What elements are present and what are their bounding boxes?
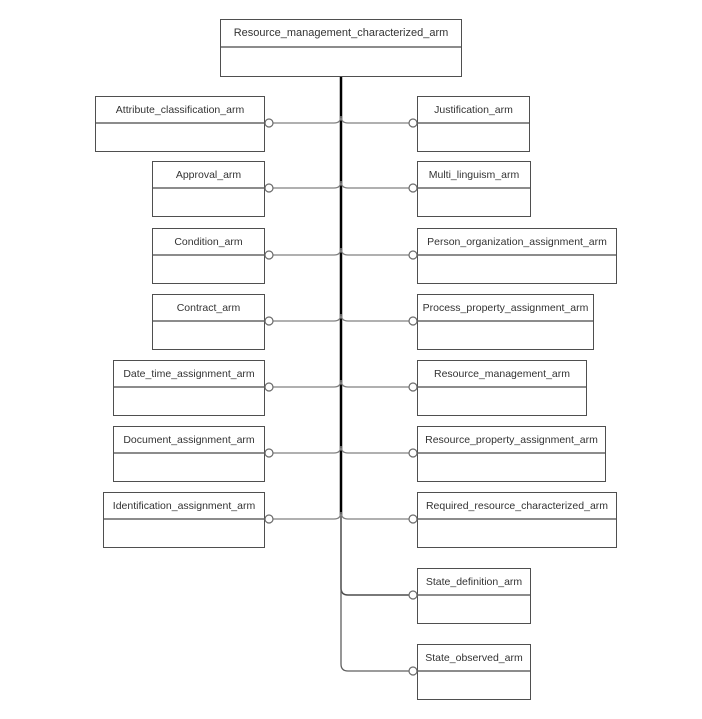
branch-line-state-definition [340,516,409,596]
connector-circle-state-observed [408,666,418,676]
branch-line-multi-linguism [340,180,409,189]
entity-box-document-assignment-arm[interactable]: Document_assignment_arm [113,426,265,482]
entity-attributes-compartment [114,388,264,415]
entity-label: Approval_arm [153,162,264,189]
entity-box-resource-management-characterized-arm[interactable]: Resource_management_characterized_arm [220,19,462,77]
branch-line-justification [340,115,409,124]
branch-line-date-time-assignment [273,379,342,388]
entity-attributes-compartment [418,124,529,151]
branch-line-resource-property-assignment [340,445,409,454]
entity-attributes-compartment [418,322,593,349]
connector-circle-identification-assignment [264,514,274,524]
entity-attributes-compartment [153,322,264,349]
entity-attributes-compartment [221,48,461,76]
connector-circle-resource-management [408,382,418,392]
entity-attributes-compartment [418,256,616,283]
entity-box-state-definition-arm[interactable]: State_definition_arm [417,568,531,624]
connector-circle-required-resource-characterized [408,514,418,524]
entity-label: Multi_linguism_arm [418,162,530,189]
branch-line-attribute-classification [273,115,342,124]
entity-box-required-resource-characterized-arm[interactable]: Required_resource_characterized_arm [417,492,617,548]
entity-attributes-compartment [418,189,530,216]
entity-attributes-compartment [104,520,264,547]
entity-label: Person_organization_assignment_arm [418,229,616,256]
entity-box-contract-arm[interactable]: Contract_arm [152,294,265,350]
entity-attributes-compartment [96,124,264,151]
connector-circle-condition [264,250,274,260]
entity-attributes-compartment [418,672,530,699]
entity-label: Date_time_assignment_arm [114,361,264,388]
connector-circle-attribute-classification [264,118,274,128]
entity-attributes-compartment [418,388,586,415]
entity-box-date-time-assignment-arm[interactable]: Date_time_assignment_arm [113,360,265,416]
connector-circle-person-organization-assignment [408,250,418,260]
branch-line-condition [273,247,342,256]
branch-line-approval [273,180,342,189]
entity-label: Required_resource_characterized_arm [418,493,616,520]
entity-label: Condition_arm [153,229,264,256]
entity-label: Resource_management_arm [418,361,586,388]
branch-line-process-property-assignment [340,313,409,322]
entity-label: Justification_arm [418,97,529,124]
connector-circle-approval [264,183,274,193]
entity-box-attribute-classification-arm[interactable]: Attribute_classification_arm [95,96,265,152]
entity-box-resource-property-assignment-arm[interactable]: Resource_property_assignment_arm [417,426,606,482]
connector-circle-contract [264,316,274,326]
entity-box-justification-arm[interactable]: Justification_arm [417,96,530,152]
entity-box-condition-arm[interactable]: Condition_arm [152,228,265,284]
connector-circle-date-time-assignment [264,382,274,392]
entity-attributes-compartment [418,520,616,547]
branch-line-identification-assignment [273,511,342,520]
entity-label: State_observed_arm [418,645,530,672]
connector-circle-resource-property-assignment [408,448,418,458]
entity-attributes-compartment [153,256,264,283]
entity-attributes-compartment [418,454,605,481]
branch-line-state-observed [340,516,409,672]
connector-circle-justification [408,118,418,128]
entity-label: Resource_property_assignment_arm [418,427,605,454]
connector-circle-process-property-assignment [408,316,418,326]
connector-circle-document-assignment [264,448,274,458]
entity-box-identification-assignment-arm[interactable]: Identification_assignment_arm [103,492,265,548]
branch-line-document-assignment [273,445,342,454]
entity-label: Process_property_assignment_arm [418,295,593,322]
entity-box-resource-management-arm[interactable]: Resource_management_arm [417,360,587,416]
branch-line-resource-management [340,379,409,388]
entity-box-approval-arm[interactable]: Approval_arm [152,161,265,217]
connector-circle-state-definition [408,590,418,600]
entity-attributes-compartment [114,454,264,481]
branch-line-required-resource-characterized [340,511,409,520]
entity-attributes-compartment [153,189,264,216]
branch-line-contract [273,313,342,322]
entity-label: Contract_arm [153,295,264,322]
entity-box-process-property-assignment-arm[interactable]: Process_property_assignment_arm [417,294,594,350]
entity-attributes-compartment [418,596,530,623]
entity-box-person-organization-assignment-arm[interactable]: Person_organization_assignment_arm [417,228,617,284]
entity-label: Identification_assignment_arm [104,493,264,520]
branch-line-person-organization-assignment [340,247,409,256]
entity-label: Resource_management_characterized_arm [221,20,461,48]
entity-box-state-observed-arm[interactable]: State_observed_arm [417,644,531,700]
entity-label: Document_assignment_arm [114,427,264,454]
entity-box-multi-linguism-arm[interactable]: Multi_linguism_arm [417,161,531,217]
connector-circle-multi-linguism [408,183,418,193]
entity-label: Attribute_classification_arm [96,97,264,124]
entity-label: State_definition_arm [418,569,530,596]
